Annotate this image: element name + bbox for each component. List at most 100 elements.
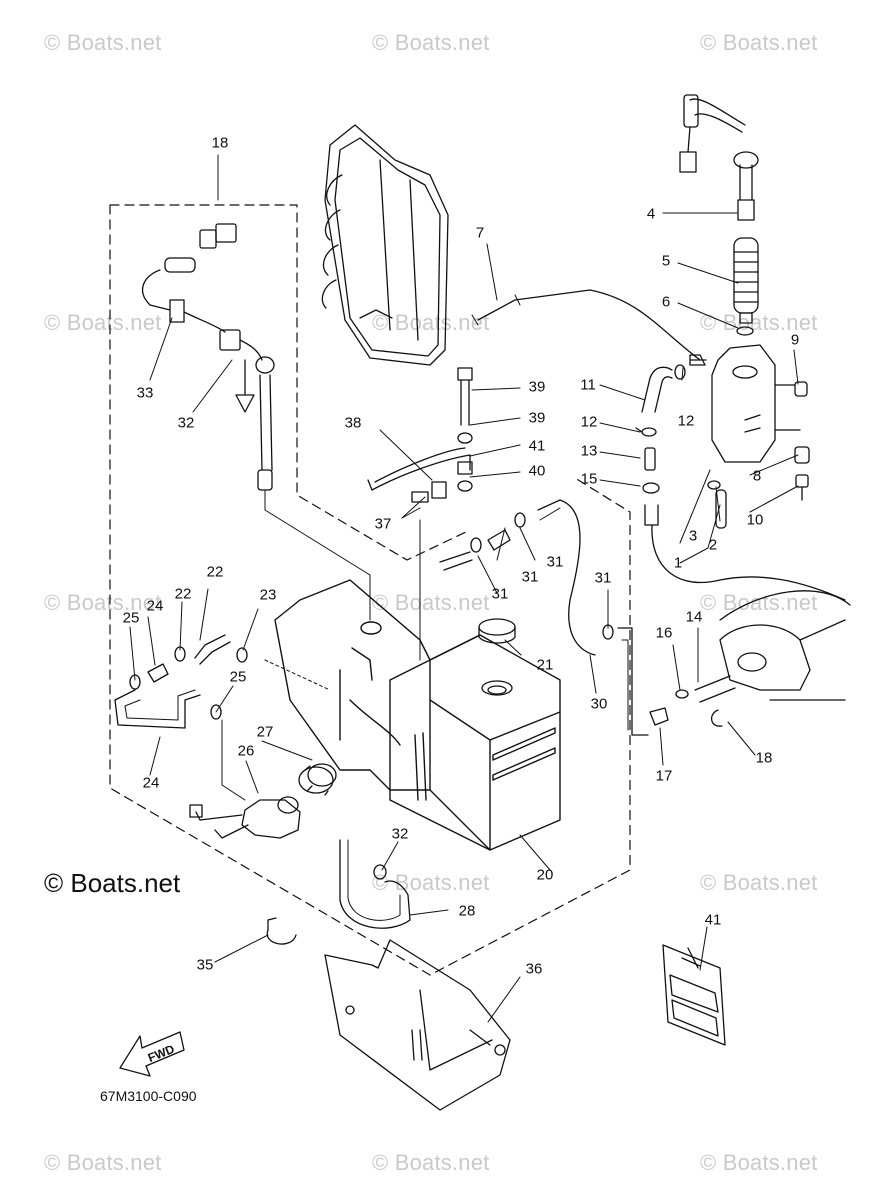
clip-12 [635, 427, 657, 437]
watermark: © Boats.net [372, 30, 490, 55]
filter-element [733, 237, 759, 324]
joint-16 [649, 707, 669, 726]
clip-25 [210, 704, 222, 720]
bolt-9 [794, 381, 808, 397]
watermark: © Boats.net [372, 1150, 490, 1175]
watermark: © Boats.net [44, 30, 162, 55]
clamp-34 [266, 917, 297, 945]
callout: 33 [136, 384, 154, 402]
watermark: © Boats.net [44, 1150, 162, 1175]
fuel-tank [274, 579, 561, 851]
callout: 26 [237, 742, 255, 760]
watermark: © Boats.net [372, 310, 490, 335]
callout: 24 [142, 774, 160, 792]
clip-12 [674, 364, 686, 380]
callout: 31 [521, 568, 539, 586]
callout: 18 [755, 749, 773, 767]
washer-39 [457, 480, 473, 492]
bolt-38 [457, 367, 473, 426]
callout: 25 [229, 668, 247, 686]
callout: 10 [746, 511, 764, 529]
callout: 23 [259, 586, 277, 604]
watermark: © Boats.net [700, 870, 818, 895]
cap-27 [298, 763, 337, 796]
joint-29 [487, 529, 511, 551]
callout: 4 [646, 205, 656, 223]
callout: 35 [196, 956, 214, 974]
callout: 17 [655, 767, 673, 785]
hose-24 [114, 689, 201, 729]
brand-label: © Boats.net [44, 868, 181, 898]
callout: 32 [391, 825, 409, 843]
bolt-8 [794, 446, 810, 464]
callout: 20 [536, 866, 554, 884]
callout: 27 [256, 723, 274, 741]
fuel-pump [189, 796, 301, 839]
callout: 39 [528, 378, 546, 396]
hose-21 [194, 634, 231, 665]
tank-neck [481, 680, 513, 696]
callout: 3 [688, 527, 698, 545]
fwd-arrow: FWD [119, 1031, 185, 1077]
hose-28 [339, 839, 411, 929]
bracket-36 [367, 447, 471, 503]
clip-31 [602, 624, 614, 640]
clip-15 [642, 482, 660, 494]
bolt-10 [795, 474, 809, 501]
clip-31 [470, 537, 482, 553]
wiring-harness [141, 223, 275, 491]
joint-13 [644, 447, 656, 471]
callout: 32 [177, 414, 195, 432]
callout: 38 [344, 414, 362, 432]
callout: 9 [790, 331, 800, 349]
clip-22 [236, 647, 248, 663]
clip-22 [174, 646, 186, 662]
callout: 28 [458, 902, 476, 920]
joint-23 [147, 663, 169, 683]
watermark: © Boats.net [700, 310, 818, 335]
callout: 12 [580, 413, 598, 431]
callout: 2 [708, 536, 718, 554]
callout: 36 [525, 960, 543, 978]
cowling-panel [321, 124, 449, 366]
elbow-hose-11 [641, 366, 673, 413]
clip-31 [373, 864, 387, 880]
callout: 22 [206, 563, 224, 581]
callout: 14 [685, 608, 703, 626]
callout: 37 [374, 515, 392, 533]
callout: 15 [580, 470, 598, 488]
dashed-boundary [109, 204, 631, 976]
callout: 31 [546, 553, 564, 571]
callout: 22 [174, 585, 192, 603]
fwd-label: FWD [146, 1042, 177, 1065]
callout: 41 [528, 437, 546, 455]
callout: 41 [704, 911, 722, 929]
label-plate-41 [662, 944, 726, 1046]
fuel-hose-long [651, 524, 846, 601]
hose-30 [537, 499, 596, 656]
o-ring-6 [736, 326, 754, 336]
clip-25 [129, 674, 141, 690]
washer-39 [457, 432, 473, 444]
hose-piece-2 [715, 489, 727, 529]
callout: 31 [594, 569, 612, 587]
watermark: © Boats.net [700, 590, 818, 615]
callout: 8 [752, 467, 762, 485]
clip-17 [711, 709, 723, 727]
callout: 39 [528, 409, 546, 427]
callout: 7 [475, 224, 485, 242]
callout: 13 [580, 442, 598, 460]
callout: 18 [211, 134, 229, 152]
callout: 30 [590, 695, 608, 713]
clip-3 [707, 480, 721, 490]
watermark: © Boats.net [700, 30, 818, 55]
bracket-plate-35 [324, 939, 511, 1111]
diagram-code: 67M3100-C090 [100, 1088, 197, 1104]
callout: 31 [491, 585, 509, 603]
callout: 25 [122, 609, 140, 627]
nut-40 [457, 461, 473, 475]
pipe-right [617, 627, 649, 736]
separator-bowl [689, 344, 801, 463]
